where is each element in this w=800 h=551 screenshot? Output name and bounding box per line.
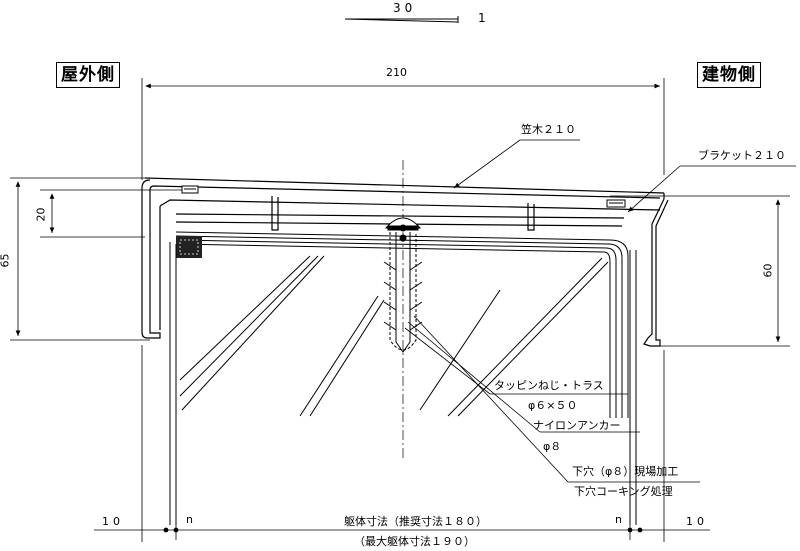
sealant	[176, 236, 202, 258]
bottom-dimensions	[94, 345, 710, 542]
overall-width-label: 210	[386, 66, 407, 79]
overall-width-dimension	[141, 78, 665, 180]
gaskets	[181, 185, 626, 208]
right-offset-label: 10	[686, 515, 708, 528]
screw-label: タッピンねじ・トラス	[494, 379, 604, 392]
left-offset-label: 10	[102, 515, 124, 528]
left-gap-label: n	[186, 513, 193, 526]
right-gap-label: n	[615, 513, 622, 526]
slope-run-label: 30	[393, 1, 417, 15]
screw-size-label: φ６×５０	[528, 399, 578, 412]
anchor-label: ナイロンアンカー	[533, 419, 621, 432]
coping-profile	[141, 177, 669, 347]
coping-label: 笠木２１０	[521, 123, 576, 136]
right-height-dimension	[610, 195, 790, 347]
bracket	[175, 231, 629, 418]
max-body-size-label: （最大躯体寸法１９０）	[354, 535, 475, 548]
cap-depth-label: 20	[34, 207, 48, 222]
slope-indicator	[344, 16, 459, 23]
indoor-side-label: 建物側	[697, 62, 761, 88]
screw-anchor	[383, 217, 423, 353]
pilot-hole-label: 下穴（φ８）現場加工	[572, 465, 679, 478]
caulking-label: 下穴コーキング処理	[574, 485, 673, 498]
outdoor-side-label: 屋外側	[56, 62, 120, 88]
body-size-label: 躯体寸法（推奨寸法１８０）	[344, 515, 487, 528]
inner-height-label: 60	[761, 263, 775, 278]
outer-height-label: 65	[0, 253, 12, 268]
slope-rise-label: 1	[478, 11, 486, 25]
bracket-label: ブラケット２１０	[698, 149, 786, 162]
left-height-dimensions	[10, 177, 190, 341]
leader-lines	[404, 139, 796, 483]
anchor-size-label: φ８	[543, 440, 562, 453]
